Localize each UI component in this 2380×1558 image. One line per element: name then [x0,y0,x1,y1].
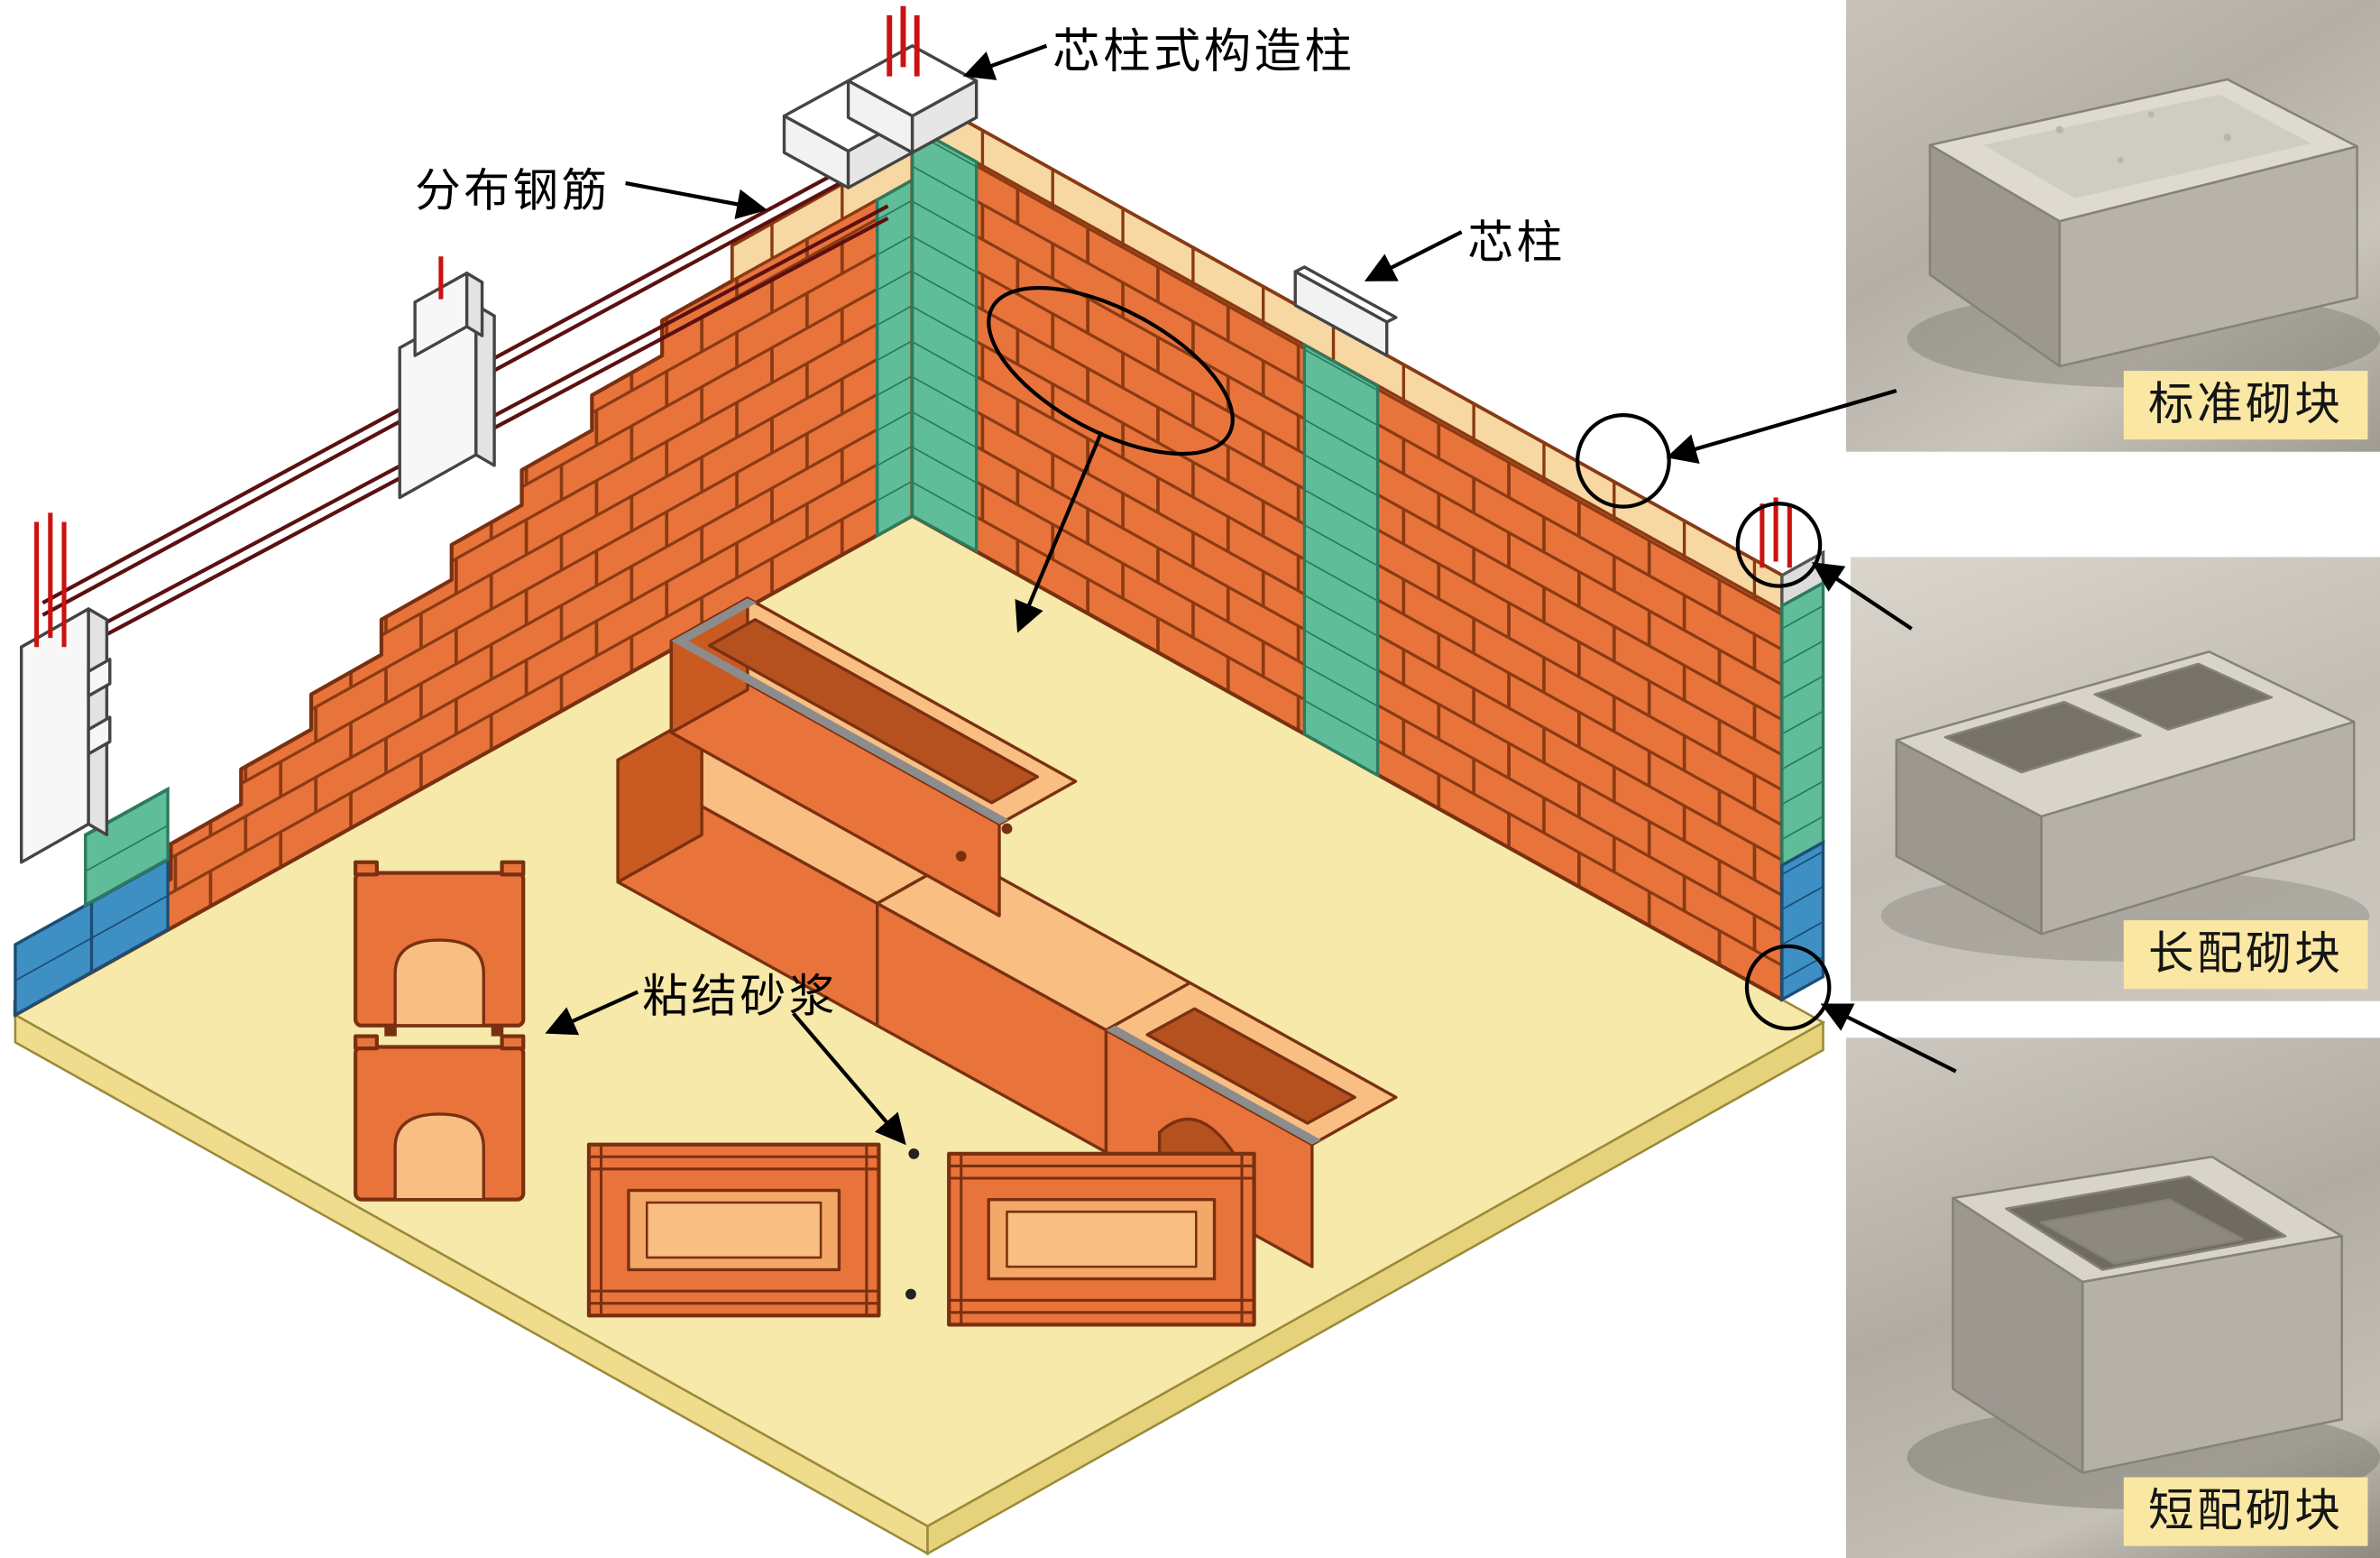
standard-block-illustration [1907,78,2380,388]
label-corner-constructional-column: 芯柱式构造柱 [1052,24,1355,79]
label-distributed-rebar: 分布钢筋 [415,164,611,218]
mid-core-column-strip [1302,342,1380,779]
u-shaped-blocks [354,860,526,1202]
detail-circle-standard [1576,413,1671,509]
mortar-dot [905,1288,916,1300]
mortar-joint-tab [491,1025,504,1037]
detail-circle-short [1744,944,1832,1031]
photo-short-block: 短配砌块 [1845,1037,2380,1558]
label-core-column: 芯柱 [1467,217,1566,271]
corner-core-column-right-face [910,124,979,554]
mortar-dot [908,1148,920,1159]
teal-blocks-left-base [84,786,170,908]
arrow-mortar-to-dot [792,1011,906,1146]
foundation-blue-blocks-left [14,856,170,1018]
right-wall [910,88,1784,1002]
top-capping-course [910,88,1784,613]
central-block-assembly [616,596,1398,1268]
arrow-core-column-label [1364,230,1463,281]
detail-circle-long [1735,502,1823,588]
left-wall [13,142,914,1018]
far-left-column-rebar [34,512,67,648]
photo-label-short-block: 短配砌块 [2123,1476,2368,1546]
arrow-distributed-rebar-label [625,180,767,220]
corner-constructional-column-blocks [782,44,979,189]
photo-label-standard-block: 标准砌块 [2123,370,2368,440]
photo-long-block: 长配砌块 [1850,557,2380,1001]
detail-ellipse [987,286,1235,456]
corner-core-column-left-face [876,177,914,539]
floor-slab [13,514,1826,1556]
arrow-mortar-to-ujoint [545,990,639,1036]
arrow-ellipse-to-assembly [1015,430,1104,633]
distributed-rebar-lines [41,143,889,670]
far-left-column-blocks [19,607,112,864]
right-wall-end-face [1780,549,1825,1002]
corner-column-rebar [887,5,920,77]
photo-label-long-block: 长配砌块 [2123,919,2368,990]
long-blocks-front-view [586,1142,1256,1327]
annotation-shapes [987,286,1832,1031]
core-column-cap-block [1293,265,1398,357]
mid-left-column-blocks [398,272,496,500]
label-bonding-mortar: 粘结砂浆 [642,970,838,1025]
photo-standard-block: 标准砌块 [1845,0,2380,452]
long-block-illustration [1880,650,2370,962]
arrow-corner-column-label [962,43,1048,80]
right-end-rebar [1760,497,1792,568]
mortar-joint-tab [384,1025,397,1037]
